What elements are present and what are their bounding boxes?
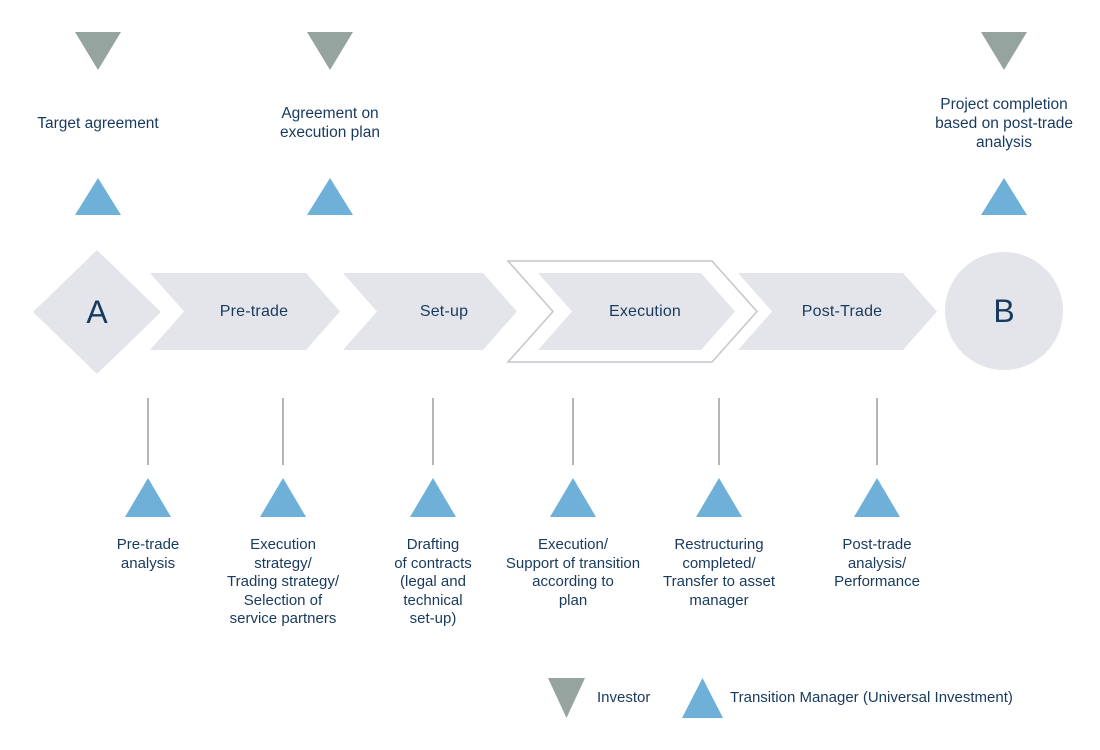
- stage-label-execution: Execution: [608, 303, 682, 320]
- milestone-label: Pre-trade analysis: [116, 536, 180, 572]
- top-annotation-label: Target agreement: [37, 114, 159, 132]
- transition-manager-marker-icon: [410, 478, 456, 517]
- stage-arrow-highlight-outline: [506, 260, 759, 363]
- transition-manager-marker-icon: [75, 178, 121, 215]
- transition-manager-marker-icon: [696, 478, 742, 517]
- transition-manager-marker-icon: [854, 478, 900, 517]
- legend-transition-manager-label: Transition Manager (Universal Investment…: [730, 689, 1013, 706]
- stage-arrow-execution: [538, 273, 735, 350]
- milestone-label: Restructuring completed/ Transfer to ass…: [663, 536, 775, 609]
- transition-manager-marker-icon: [550, 478, 596, 517]
- transition-manager-marker-icon: [981, 178, 1027, 215]
- transition-manager-marker-icon: [307, 178, 353, 215]
- end-circle: [945, 252, 1063, 370]
- top-annotation-label: Project completion based on post-trade a…: [935, 95, 1073, 151]
- start-node-label: A: [86, 294, 108, 330]
- investor-marker-icon: [981, 32, 1027, 70]
- transition-manager-marker-icon: [125, 478, 171, 517]
- investor-marker-icon: [75, 32, 121, 70]
- start-diamond: [33, 250, 161, 374]
- legend-investor-icon: [548, 678, 585, 718]
- stage-label-set-up: Set-up: [419, 303, 469, 320]
- transition-manager-marker-icon: [260, 478, 306, 517]
- top-annotation-label: Agreement on execution plan: [280, 105, 380, 141]
- end-node-label: B: [993, 293, 1015, 329]
- milestone-label: Execution strategy/ Trading strategy/ Se…: [227, 536, 339, 627]
- stage-arrow-pre-trade: [150, 273, 340, 350]
- legend-investor-label: Investor: [597, 689, 651, 706]
- stage-label-pre-trade: Pre-trade: [219, 303, 289, 320]
- milestone-label: Post-trade analysis/ Performance: [834, 536, 920, 590]
- legend-transition-manager-icon: [682, 678, 723, 718]
- investor-marker-icon: [307, 32, 353, 70]
- stage-label-post-trade: Post-Trade: [801, 303, 883, 320]
- milestone-label: Execution/ Support of transition accordi…: [505, 536, 641, 609]
- stage-arrow-post-trade: [738, 273, 937, 350]
- stage-arrow-set-up: [343, 273, 517, 350]
- milestone-label: Drafting of contracts (legal and technic…: [394, 536, 472, 627]
